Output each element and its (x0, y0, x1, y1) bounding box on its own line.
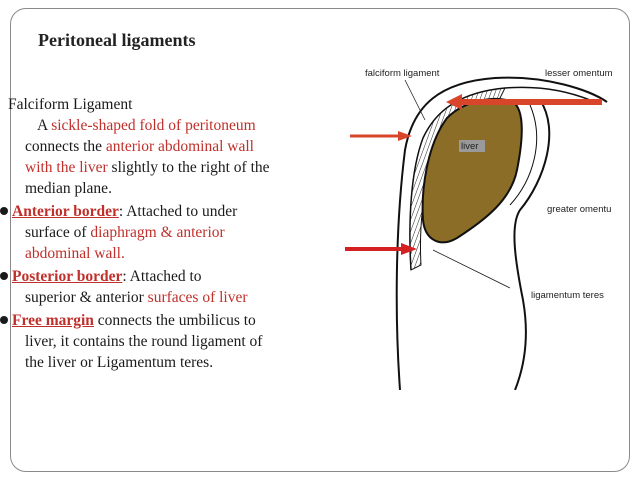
bullet-free-margin-line-2: liver, it contains the round ligament of (25, 333, 263, 350)
teres-leader (432, 249, 511, 289)
bullet-dot-icon (0, 207, 8, 215)
bullet-text: : Attached to under (118, 203, 238, 220)
bullet-text: surface of (25, 224, 91, 241)
intro-line-3: with the liver slightly to the right of … (0, 157, 345, 178)
bullet-anterior-line-2: surface of diaphragm & anterior (0, 222, 345, 243)
greater-omentum-outline (513, 99, 551, 390)
falciform-leader (404, 79, 426, 121)
bullet-highlight: surfaces of liver (147, 289, 248, 306)
intro-line-1: A sickle-shaped fold of peritoneum (0, 115, 345, 136)
liver-label-box (459, 140, 485, 152)
bullet-dot-icon (0, 272, 8, 280)
bullet-posterior-line-2: superior & anterior surfaces of liver (0, 287, 345, 308)
liver-label: liver (461, 141, 478, 152)
ligamentum-teres-label: ligamentum teres (531, 290, 604, 301)
omentum-inner-line (509, 104, 538, 206)
bullet-term: Anterior border (12, 203, 119, 220)
section-heading: Falciform Ligament (8, 96, 133, 113)
bullet-free-margin-line-3: the liver or Ligamentum teres. (25, 354, 214, 371)
bullet-anterior: Anterior border: Attached to under (0, 201, 345, 222)
bullet-anterior-line-3: abdominal wall. (25, 245, 125, 262)
bullet-posterior: Posterior border: Attached to (0, 266, 345, 287)
arrow-falciform (350, 131, 412, 141)
bullet-term: Posterior border (12, 268, 123, 285)
intro-highlight: anterior abdominal wall (105, 138, 254, 155)
body-wall-outline (395, 76, 608, 390)
greater-omentum-label: greater omentu (547, 204, 611, 215)
lesser-omentum-label: lesser omentum (545, 68, 613, 79)
intro-text: connects the (25, 138, 106, 155)
bullet-text: connects the umbilicus to (93, 312, 256, 329)
bullet-free-margin: Free margin connects the umbilicus to (0, 310, 345, 331)
arrow-ligamentum-teres (345, 243, 417, 255)
intro-highlight: sickle-shaped fold of peritoneum (51, 117, 256, 134)
bullet-term: Free margin (12, 312, 94, 329)
bullet-text: superior & anterior (25, 289, 148, 306)
bullet-dot-icon (0, 316, 8, 324)
intro-line-4: median plane. (25, 180, 112, 197)
slide-title: Peritoneal ligaments (38, 30, 196, 50)
falciform-label: falciform ligament (365, 68, 440, 79)
bullet-highlight: diaphragm & anterior (90, 224, 225, 241)
intro-line-2: connects the anterior abdominal wall (0, 136, 345, 157)
arrow-lesser-omentum (446, 94, 602, 110)
bullet-text: : Attached to (122, 268, 202, 285)
slide-frame (10, 8, 630, 472)
intro-text: A (37, 117, 52, 134)
intro-highlight: with the liver (25, 159, 108, 176)
body-text: Falciform Ligament A sickle-shaped fold … (0, 94, 345, 373)
intro-text: slightly to the right of the (107, 159, 270, 176)
